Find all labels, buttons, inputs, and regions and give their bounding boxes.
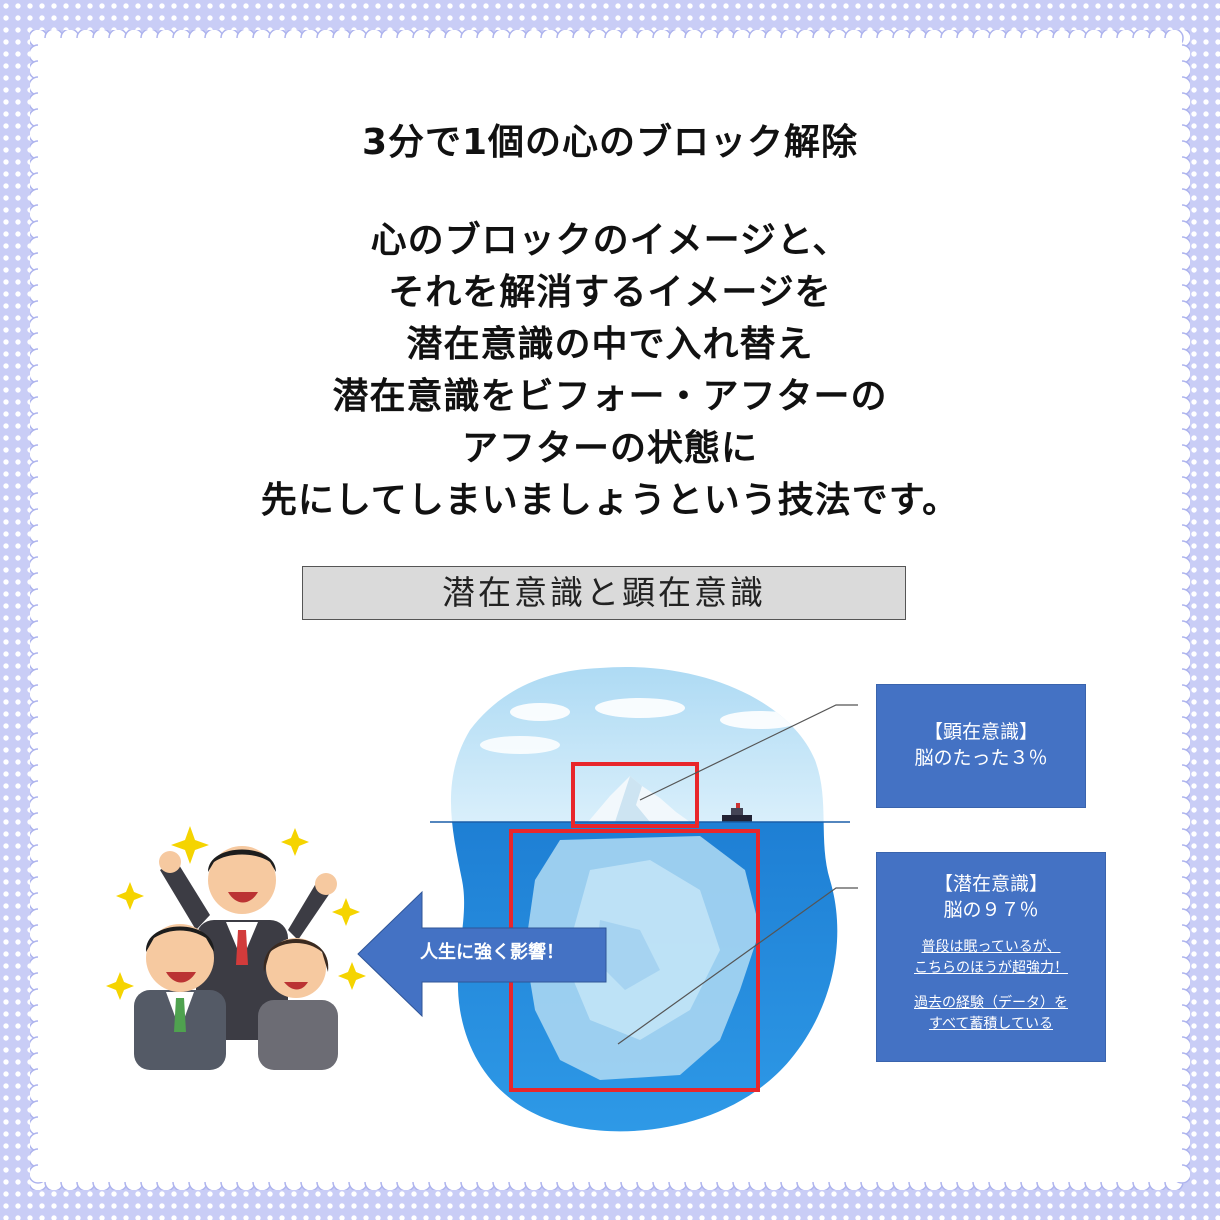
subconscious-info-box: 【潜在意識】 脳の９７％ 普段は眠っているが、 こちらのほうが超強力！ 過去の経… [876, 852, 1106, 1062]
subconscious-note: すべて蓄積している [928, 1016, 1054, 1032]
description-line: 先にしてしまいましょうという技法です。 [260, 480, 960, 521]
description-line: 心のブロックのイメージと、 [370, 220, 850, 261]
section-banner: 潜在意識と顕在意識 [302, 566, 906, 620]
subconscious-note: 普段は眠っているが、 [921, 939, 1061, 955]
conscious-heading: 【顕在意識】 [923, 721, 1038, 743]
description: 心のブロックのイメージと、 それを解消するイメージを 潜在意識の中で入れ替え 潜… [0, 215, 1220, 527]
subconscious-note: 過去の経験（データ）を [914, 995, 1068, 1011]
page-title: 3分で1個の心のブロック解除 [361, 122, 859, 163]
arrow-label: 人生に強く影響！ [420, 942, 564, 963]
conscious-info-box: 【顕在意識】 脳のたった３％ [876, 684, 1086, 808]
subconscious-heading: 【潜在意識】 [933, 873, 1048, 895]
subconscious-note: こちらのほうが超強力！ [914, 960, 1068, 976]
conscious-value: 脳のたった３％ [914, 747, 1048, 769]
description-line: 潜在意識の中で入れ替え [406, 324, 814, 365]
description-line: アフターの状態に [461, 428, 758, 469]
description-line: 潜在意識をビフォー・アフターの [332, 376, 888, 417]
subconscious-value: 脳の９７％ [943, 899, 1039, 921]
description-line: それを解消するイメージを [388, 272, 832, 313]
